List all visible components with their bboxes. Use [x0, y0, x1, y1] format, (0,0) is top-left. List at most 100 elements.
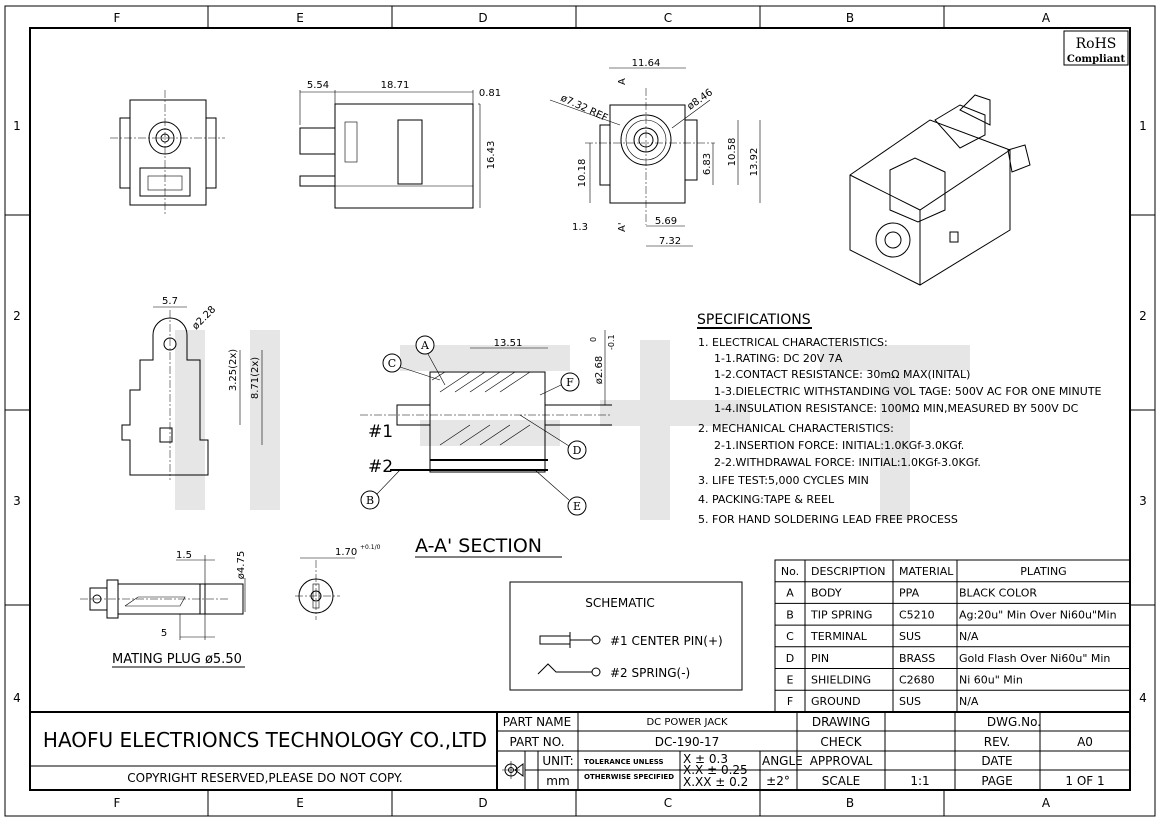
table-cell: Ag:20u" Min Over Ni60u"Min	[959, 608, 1117, 621]
table-cell: C2680	[899, 674, 935, 687]
table-cell: N/A	[959, 630, 979, 643]
rohs-badge: RoHS Compliant	[1063, 30, 1129, 66]
dim-tolerance: +0.1/0	[360, 544, 381, 551]
dim-label: 5.7	[162, 296, 178, 307]
table-cell: PIN	[811, 652, 829, 665]
table-cell: B	[786, 608, 794, 621]
balloon-b: B	[360, 469, 401, 510]
spec-line: 5. FOR HAND SOLDERING LEAD FREE PROCESS	[698, 513, 958, 526]
specifications: SPECIFICATIONS 1. ELECTRICAL CHARACTERIS…	[697, 312, 1102, 526]
grid-col-top: C	[664, 11, 672, 25]
front-view: 11.64 ø7.32 REF ø8.46 10.18 6.83 10.58 1…	[549, 58, 761, 247]
table-cell: Gold Flash Over Ni60u" Min	[959, 652, 1110, 665]
spec-line: 2-1.INSERTION FORCE: INITIAL:1.0KGf-3.0K…	[714, 439, 964, 452]
svg-text:B: B	[366, 494, 374, 507]
spec-line: 1-2.CONTACT RESISTANCE: 30mΩ MAX(INITAL)	[714, 368, 970, 381]
grid-row-right: 2	[1139, 309, 1147, 323]
dim-label: 0.81	[479, 88, 501, 99]
date-label: DATE	[981, 754, 1012, 768]
mating-plug-title: MATING PLUG ø5.50	[112, 652, 242, 667]
dim-label: 10.18	[577, 159, 588, 188]
specifications-title: SPECIFICATIONS	[697, 312, 811, 328]
table-cell: Ni 60u" Min	[959, 674, 1023, 687]
grid-col-bottom: C	[664, 796, 672, 810]
table-header: No.	[781, 565, 799, 578]
dim-label: 1.70	[335, 547, 357, 558]
dim-label: 7.32	[659, 236, 681, 247]
table-cell: F	[787, 695, 793, 708]
check-label: CHECK	[820, 735, 862, 749]
table-cell: A	[786, 587, 794, 600]
spec-line: 2-2.WITHDRAWAL FORCE: INITIAL:1.0KGf-3.0…	[714, 456, 981, 469]
balloon-c: C	[382, 353, 441, 381]
rev-value: A0	[1077, 735, 1093, 749]
balloon-a: A	[415, 335, 446, 386]
section-marker: A	[617, 78, 628, 85]
spec-line: 2. MECHANICAL CHARACTERISTICS:	[698, 422, 894, 435]
dim-label: ø7.32 REF	[559, 93, 610, 124]
outer-border	[4, 5, 1156, 817]
dim-label: 5.54	[307, 80, 329, 91]
isometric-view	[849, 94, 1031, 286]
dim-label: 5	[161, 628, 167, 639]
dim-label: 18.71	[381, 80, 410, 91]
grid-row-right: 1	[1139, 119, 1147, 133]
projection-symbol-icon	[502, 761, 524, 779]
grid-col-bottom: D	[478, 796, 487, 810]
svg-text:C: C	[388, 357, 396, 370]
section-title: A-A' SECTION	[415, 535, 542, 557]
table-cell: N/A	[959, 695, 979, 708]
dwg-no-label: DWG.No.	[987, 715, 1041, 729]
svg-text:E: E	[573, 500, 581, 513]
spec-line: 1-3.DIELECTRIC WITHSTANDING VOL TAGE: 50…	[714, 385, 1102, 398]
copyright-notice: COPYRIGHT RESERVED,PLEASE DO NOT COPY.	[127, 771, 402, 785]
angle-label: ANGLE	[762, 754, 803, 768]
part-no-label: PART NO.	[509, 735, 564, 749]
grid-row-left: 2	[13, 309, 21, 323]
table-cell: C5210	[899, 608, 935, 621]
table-cell: BRASS	[899, 652, 935, 665]
page-value: 1 OF 1	[1065, 774, 1104, 788]
scale-label: SCALE	[822, 774, 860, 788]
grid-col-bottom: E	[296, 796, 304, 810]
unit-label: UNIT:	[542, 754, 573, 768]
section-marker: A'	[617, 222, 628, 232]
table-cell: BLACK COLOR	[959, 587, 1037, 600]
part-name-label: PART NAME	[503, 715, 571, 729]
balloon-e: E	[534, 469, 587, 516]
tolerance-label: OTHERWISE SPECIFIED	[584, 773, 674, 781]
balloon-f: F	[539, 372, 580, 396]
dim-label: 5.69	[655, 216, 677, 227]
dim-label: 13.92	[749, 148, 760, 177]
dim-label: 10.58	[727, 138, 738, 167]
page-label: PAGE	[981, 774, 1012, 788]
schematic-pin1-label: #1 CENTER PIN(+)	[610, 634, 723, 648]
dim-label: 13.51	[494, 338, 523, 349]
table-cell: TERMINAL	[810, 630, 868, 643]
grid-dividers	[5, 6, 1155, 816]
dim-tolerance: -0.1	[607, 334, 616, 350]
table-header: DESCRIPTION	[811, 565, 885, 578]
spec-line: 1-4.INSULATION RESISTANCE: 100MΩ MIN,MEA…	[714, 402, 1079, 415]
table-header: MATERIAL	[899, 565, 954, 578]
table-cell: SUS	[899, 695, 921, 708]
spec-line: 4. PACKING:TAPE & REEL	[698, 493, 835, 506]
dim-label: 8.71(2x)	[250, 357, 261, 399]
grid-col-top: E	[296, 11, 304, 25]
part-name-value: DC POWER JACK	[646, 717, 728, 728]
grid-row-left: 1	[13, 119, 21, 133]
table-cell: PPA	[899, 587, 920, 600]
spec-line: 1-1.RATING: DC 20V 7A	[714, 352, 843, 365]
table-cell: TIP SPRING	[810, 608, 872, 621]
dim-label: 3.25(2x)	[228, 349, 239, 391]
table-cell: E	[787, 674, 794, 687]
svg-text:F: F	[566, 376, 574, 389]
side-view: 5.54 18.71 0.81 16.43	[299, 80, 501, 209]
grid-col-bottom: F	[114, 796, 121, 810]
section-view: 13.51 ø2.68 0 -0.1 #1 #2 A-A' SECTION A …	[360, 330, 616, 558]
company-name: HAOFU ELECTRIONCS TECHNOLOGY CO.,LTD	[43, 728, 487, 752]
approval-label: APPROVAL	[810, 754, 873, 768]
schematic-pin2-label: #2 SPRING(-)	[610, 666, 690, 680]
